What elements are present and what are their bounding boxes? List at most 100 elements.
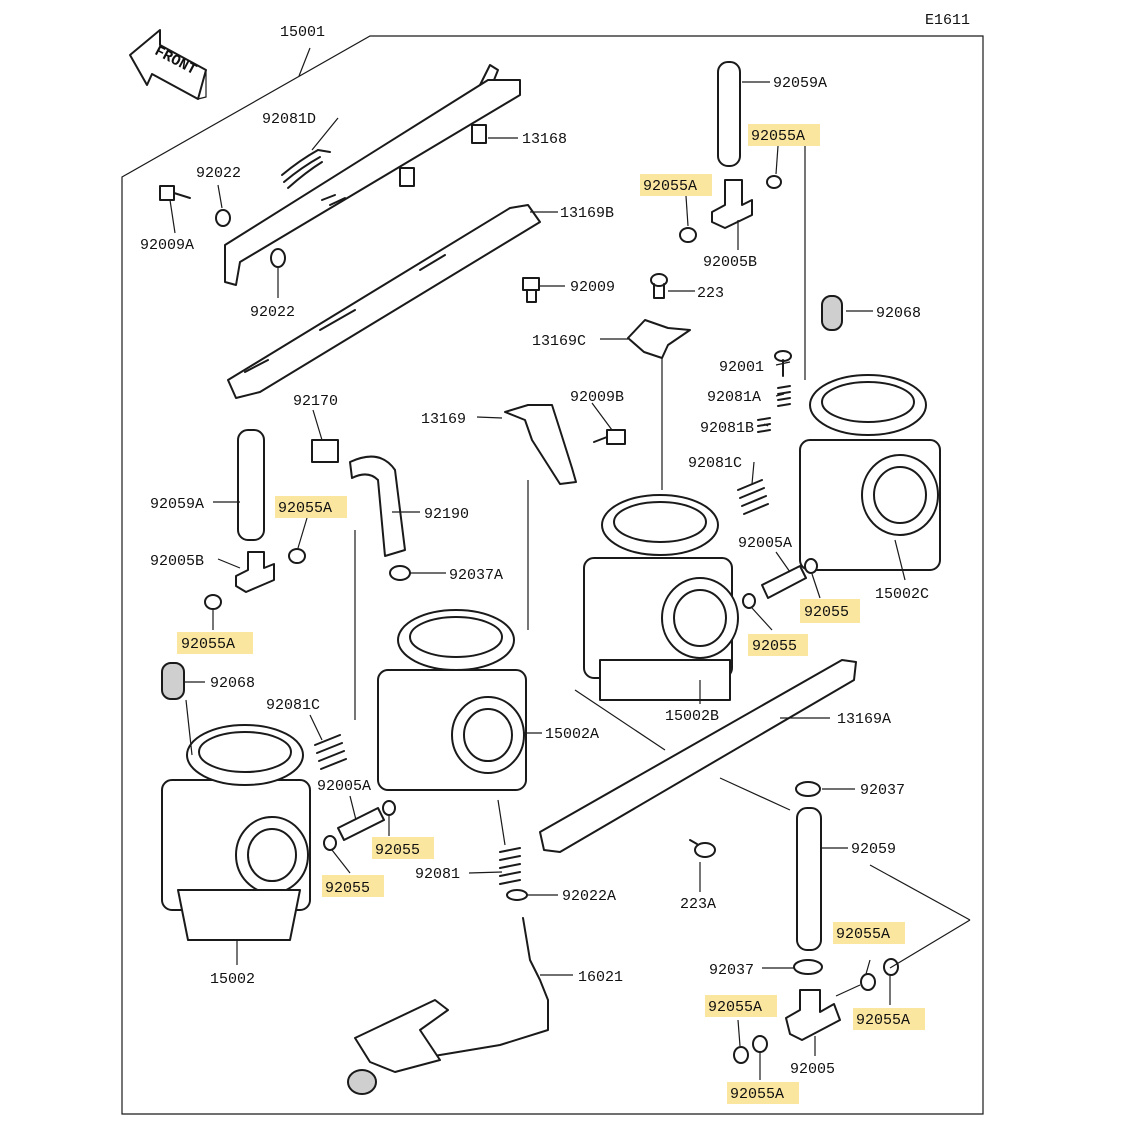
oring-92055A-b2-part: [733, 1046, 749, 1064]
link-arm-13169-part: [504, 404, 577, 485]
label-92055A-t1: 92055A: [643, 178, 697, 195]
oring-92055-r1-part: [804, 558, 818, 574]
carburetor-15002A-part: [377, 609, 527, 791]
label-223A: 223A: [680, 896, 716, 913]
oring-92055A-t1-part: [679, 227, 697, 243]
label-92005B-top: 92005B: [703, 254, 757, 271]
label-92022A: 92022A: [562, 888, 616, 905]
screw-92009A-part: [159, 185, 191, 201]
label-92055A-l2: 92055A: [181, 636, 235, 653]
washer-92022-a-part: [215, 209, 231, 227]
label-92037: 92037: [860, 782, 905, 799]
hose-92059A-left-part: [237, 429, 265, 541]
hose-92059A-top-part: [717, 61, 741, 167]
throttle-bracket-part: [224, 64, 521, 286]
oring-92055-l2-part: [323, 835, 337, 851]
hose-92190-part: [349, 455, 406, 557]
spring-92081A-part: [777, 385, 791, 407]
front-arrow-icon: FRONT: [129, 29, 207, 100]
label-92055A-b4: 92055A: [856, 1012, 910, 1029]
carburetor-15002B-part: [583, 494, 739, 701]
label-92005B-left: 92005B: [150, 553, 204, 570]
carburetor-15002C-part: [799, 374, 941, 571]
label-92055A-t2: 92055A: [751, 128, 805, 145]
label-92009: 92009: [570, 279, 615, 296]
label-92081: 92081: [415, 866, 460, 883]
link-plate-13169B-part: [227, 204, 541, 399]
label-92055A-b3: 92055A: [836, 926, 890, 943]
label-92009A: 92009A: [140, 237, 194, 254]
washer-92022A-part: [506, 889, 528, 901]
label-92037A: 92037A: [449, 567, 503, 584]
label-92081C-left: 92081C: [266, 697, 320, 714]
cable-16021-part: [409, 917, 549, 1061]
label-92037-b: 92037: [709, 962, 754, 979]
label-92059: 92059: [851, 841, 896, 858]
plug-92068-left-part: [161, 662, 185, 700]
hose-92059-part: [796, 807, 822, 951]
assembly-frame: [121, 35, 984, 1115]
oring-92055-r2-part: [742, 593, 756, 609]
label-92055-l2: 92055: [325, 880, 370, 897]
screw-92009B-part: [593, 429, 626, 445]
link-bar-13169A-part: [539, 659, 857, 853]
screw-92001-part: [774, 350, 792, 377]
label-92170: 92170: [293, 393, 338, 410]
label-92055-l1: 92055: [375, 842, 420, 859]
part-labels: 15001 92081D 13168 92022 92009A 92022 13…: [140, 24, 929, 1103]
oring-92055-l1-part: [382, 800, 396, 816]
label-92068-right: 92068: [876, 305, 921, 322]
screw-223A-part: [689, 839, 716, 858]
label-92055-r1: 92055: [804, 604, 849, 621]
label-92022-b: 92022: [250, 304, 295, 321]
oring-92055A-b3-part: [860, 973, 876, 991]
label-13169B: 13169B: [560, 205, 614, 222]
spring-92081C-left-part: [314, 734, 347, 770]
fitting-92005A-left-part: [337, 807, 385, 841]
spring-92081C-right-part: [737, 479, 769, 515]
oring-92055A-t2-part: [766, 175, 782, 189]
label-92005: 92005: [790, 1061, 835, 1078]
label-92009B: 92009B: [570, 389, 624, 406]
label-13169C: 13169C: [532, 333, 586, 350]
screw-223-part: [650, 273, 668, 299]
label-92068-left: 92068: [210, 675, 255, 692]
spring-92081B-part: [757, 417, 771, 433]
leader-lines: [169, 81, 971, 1080]
bracket-13169C-part: [627, 319, 691, 359]
spring-92081D-part: [281, 149, 331, 189]
fitting-92005A-right-part: [761, 565, 807, 599]
label-16021: 16021: [578, 969, 623, 986]
label-92081B: 92081B: [700, 420, 754, 437]
label-92005A-right: 92005A: [738, 535, 792, 552]
plug-92037-b-part: [793, 959, 823, 975]
cable-bracket-part: [347, 999, 449, 1095]
label-92055A-l1: 92055A: [278, 500, 332, 517]
label-92022-a: 92022: [196, 165, 241, 182]
diagram-code: E1611: [925, 12, 970, 29]
label-92081C-right: 92081C: [688, 455, 742, 472]
leader-15001: [298, 47, 311, 77]
label-15002C: 15002C: [875, 586, 929, 603]
label-92059A-top: 92059A: [773, 75, 827, 92]
label-92059A-left: 92059A: [150, 496, 204, 513]
label-92081D: 92081D: [262, 111, 316, 128]
plug-92037-part: [795, 781, 821, 797]
plug-92068-part: [821, 295, 843, 331]
label-92055A-b2: 92055A: [730, 1086, 784, 1103]
label-92055-r2: 92055: [752, 638, 797, 655]
screw-92009-part: [522, 277, 540, 303]
clip-92170-part: [311, 439, 339, 463]
label-13168: 13168: [522, 131, 567, 148]
oring-92055A-l2-part: [204, 594, 222, 610]
tee-fitting-92005-part: [785, 989, 841, 1041]
oring-92055A-b1-part: [752, 1035, 768, 1053]
carburetor-15002-part: [161, 724, 311, 941]
label-15002: 15002: [210, 971, 255, 988]
oring-92055A-l1-part: [288, 548, 306, 564]
tee-fitting-92005B-top-part: [711, 179, 753, 229]
label-92005A-left: 92005A: [317, 778, 371, 795]
label-92001: 92001: [719, 359, 764, 376]
label-223: 223: [697, 285, 724, 302]
highlight-boxes: [177, 124, 925, 1104]
